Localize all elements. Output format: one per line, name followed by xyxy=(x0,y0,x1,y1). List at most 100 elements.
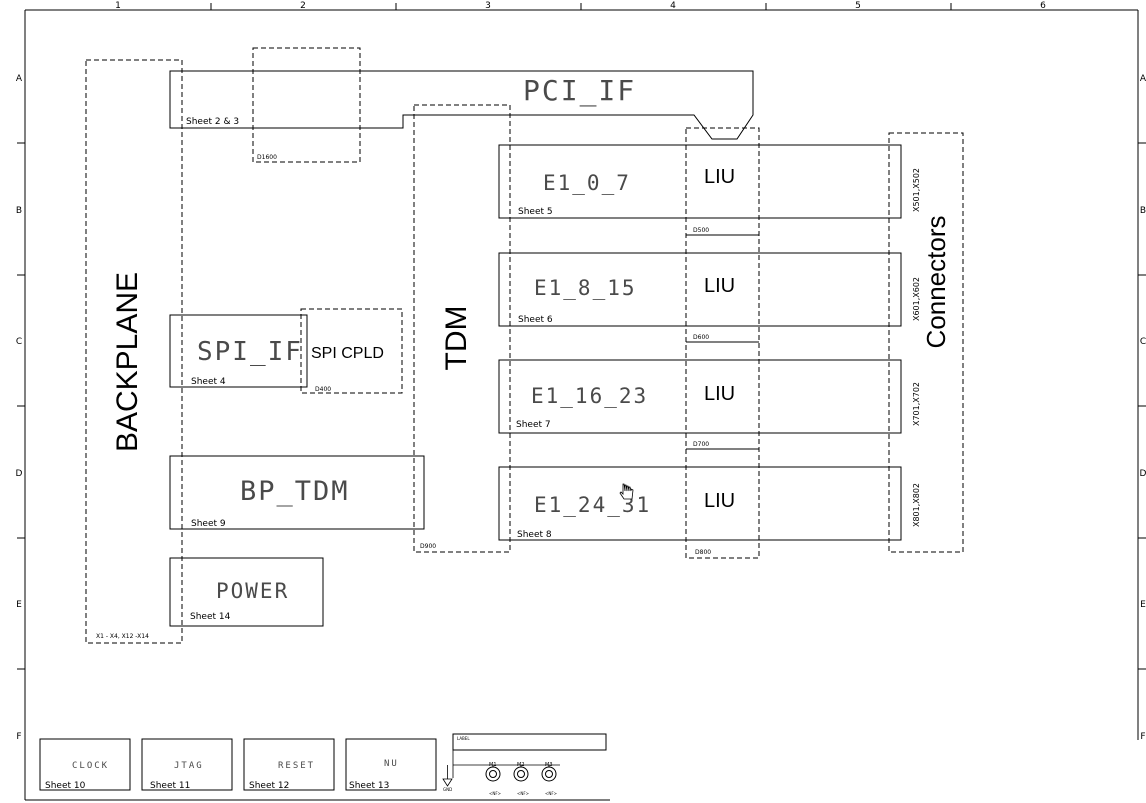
liu-ref: D500 xyxy=(693,227,709,234)
spi-if-title: SPI_IF xyxy=(197,337,303,367)
power-title: POWER xyxy=(216,579,289,603)
column-label: 3 xyxy=(485,1,491,11)
hand-cursor-icon xyxy=(619,483,634,500)
jtag-sheet: Sheet 11 xyxy=(150,781,190,791)
clock-title: CLOCK xyxy=(72,761,109,771)
liu-block[interactable]: LIU D500 xyxy=(693,166,735,234)
e1-block[interactable]: E1_8_15 Sheet 6 xyxy=(498,252,902,327)
e1-block-title: E1_0_7 xyxy=(543,171,631,195)
frame-column-labels: 1 2 3 4 5 6 xyxy=(115,1,1046,11)
row-label: C xyxy=(16,337,22,347)
row-label: B xyxy=(1140,206,1146,216)
jtag-block[interactable]: JTAG Sheet 11 xyxy=(141,738,233,791)
bp-tdm-block[interactable]: BP_TDM Sheet 9 xyxy=(169,455,425,530)
spi-cpld-group[interactable]: SPI CPLD D400 xyxy=(300,308,403,394)
title-block: LABEL GND M1 <NF> M2 <NF> M3 <NF> xyxy=(442,733,607,796)
e1-block-sheet: Sheet 8 xyxy=(517,530,552,540)
e1-block-sheet: Sheet 6 xyxy=(518,315,553,325)
liu-block[interactable]: LIU D600 xyxy=(693,275,735,341)
jtag-title: JTAG xyxy=(174,761,204,771)
mount-value: <NF> xyxy=(489,791,501,796)
e1-block-title: E1_24_31 xyxy=(534,493,651,517)
drawing-frame xyxy=(17,3,1146,801)
column-label: 6 xyxy=(1040,1,1046,11)
liu-title: LIU xyxy=(704,490,735,512)
bp-tdm-sheet: Sheet 9 xyxy=(191,519,226,529)
liu-ref: D700 xyxy=(693,441,709,448)
spi-if-block[interactable]: SPI_IF Sheet 4 xyxy=(169,314,308,388)
frame-row-labels: A B C D E F A B C D E F xyxy=(16,74,1146,742)
title-block-label: LABEL xyxy=(457,736,470,741)
row-label: A xyxy=(1140,74,1146,84)
column-label: 1 xyxy=(115,1,121,11)
liu-title: LIU xyxy=(704,275,735,297)
row-label: D xyxy=(16,469,23,479)
clock-sheet: Sheet 10 xyxy=(45,781,86,791)
mount-value: <NF> xyxy=(517,791,529,796)
reset-sheet: Sheet 12 xyxy=(249,781,289,791)
connectors-group[interactable]: Connectors X501,X502 X601,X602 X701,X702… xyxy=(888,132,964,553)
spi-if-sheet: Sheet 4 xyxy=(191,377,226,387)
row-label: A xyxy=(16,74,23,84)
row-label: B xyxy=(16,206,22,216)
connector-ref: X501,X502 xyxy=(912,168,921,212)
row-label: F xyxy=(1140,732,1145,742)
pci-if-title: PCI_IF xyxy=(523,74,636,108)
e1-block-sheet: Sheet 7 xyxy=(516,420,551,430)
mount-label: M2 xyxy=(517,762,525,768)
e1-block-title: E1_8_15 xyxy=(534,276,637,300)
pci-if-block[interactable]: PCI_IF Sheet 2 & 3 xyxy=(169,70,754,140)
liu-ref: D800 xyxy=(695,549,711,556)
mount-value: <NF> xyxy=(545,791,557,796)
liu-block[interactable]: LIU D700 xyxy=(693,383,735,448)
connector-ref: X601,X602 xyxy=(912,277,921,321)
d1600-ref: D1600 xyxy=(257,154,277,161)
mount-hole-icon xyxy=(541,765,557,782)
reset-title: RESET xyxy=(278,761,315,771)
row-label: E xyxy=(16,600,22,610)
spi-cpld-title: SPI CPLD xyxy=(311,345,384,362)
bp-tdm-title: BP_TDM xyxy=(240,476,350,507)
column-label: 4 xyxy=(670,1,676,11)
connector-ref: X701,X702 xyxy=(912,382,921,426)
liu-title: LIU xyxy=(704,383,735,405)
liu-block[interactable]: LIU D800 xyxy=(695,490,735,556)
e1-block[interactable]: E1_0_7 Sheet 5 xyxy=(498,144,902,219)
mount-label: M3 xyxy=(545,762,553,768)
ground-label: GND xyxy=(443,787,452,792)
ground-icon xyxy=(442,765,453,787)
row-label: E xyxy=(1140,600,1146,610)
mount-label: M1 xyxy=(489,762,497,768)
clock-block[interactable]: CLOCK Sheet 10 xyxy=(39,738,131,791)
row-label: F xyxy=(16,732,21,742)
nu-block[interactable]: NU Sheet 13 xyxy=(345,738,437,791)
column-label: 5 xyxy=(855,1,861,11)
spi-cpld-ref: D400 xyxy=(315,386,331,393)
row-label: C xyxy=(1140,337,1146,347)
d1600-group[interactable]: D1600 xyxy=(252,47,361,163)
connectors-title: Connectors xyxy=(921,216,951,349)
row-label: D xyxy=(1140,469,1146,479)
e1-block[interactable]: E1_16_23 Sheet 7 xyxy=(498,359,902,434)
column-label: 2 xyxy=(300,1,306,11)
reset-block[interactable]: RESET Sheet 12 xyxy=(243,738,335,791)
backplane-group[interactable]: BACKPLANE X1 - X4, X12 -X14 xyxy=(85,59,183,644)
e1-block-sheet: Sheet 5 xyxy=(518,207,553,217)
tdm-ref: D900 xyxy=(420,543,436,550)
backplane-title: BACKPLANE xyxy=(111,272,144,452)
nu-title: NU xyxy=(384,759,399,769)
mount-hole-icon xyxy=(485,765,501,782)
tdm-title: TDM xyxy=(440,306,473,371)
e1-block[interactable]: E1_24_31 Sheet 8 xyxy=(498,466,902,541)
e1-block-title: E1_16_23 xyxy=(531,384,648,408)
pci-if-sheet: Sheet 2 & 3 xyxy=(186,117,239,127)
power-block[interactable]: POWER Sheet 14 xyxy=(169,557,324,627)
nu-sheet: Sheet 13 xyxy=(349,781,389,791)
tdm-group[interactable]: TDM D900 xyxy=(413,104,511,553)
liu-ref: D600 xyxy=(693,334,709,341)
power-sheet: Sheet 14 xyxy=(190,612,231,622)
mount-hole-icon xyxy=(513,765,529,782)
backplane-ref: X1 - X4, X12 -X14 xyxy=(96,633,149,640)
liu-title: LIU xyxy=(704,166,735,188)
